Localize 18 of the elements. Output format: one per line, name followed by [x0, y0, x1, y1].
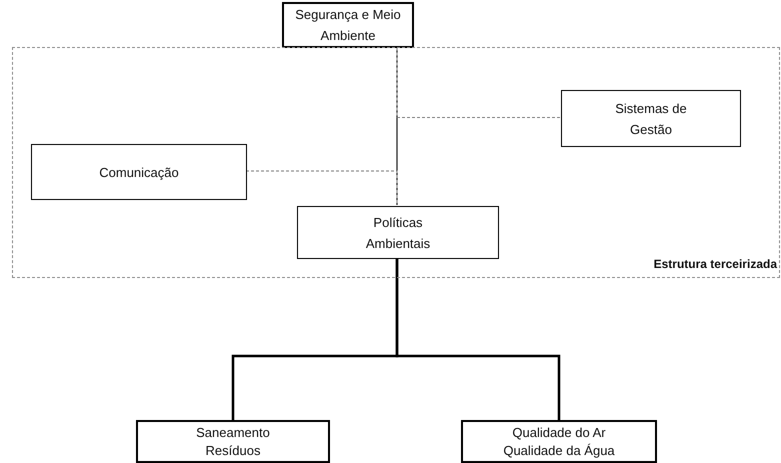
org-box: [297, 206, 499, 259]
box-label: Qualidade do Ar Qualidade da Água: [502, 424, 616, 460]
org-box: [561, 90, 741, 147]
dashed-region: [12, 47, 780, 278]
box-label: Políticas Ambientais: [364, 214, 432, 252]
org-box: [136, 420, 330, 463]
connector-line: [396, 48, 398, 206]
box-label: Sistemas de Gestão: [614, 100, 688, 138]
org-box: [31, 144, 247, 200]
region-label: Estrutura terceirizada: [654, 257, 777, 271]
box-label: Segurança e Meio Ambiente: [294, 6, 402, 45]
box-label: Saneamento Resíduos: [195, 424, 271, 460]
box-label: Comunicação: [99, 164, 179, 182]
org-box: [461, 420, 657, 463]
connector-line: [396, 258, 560, 420]
org-box: [282, 2, 414, 48]
connector-line: [246, 170, 398, 206]
connector-line: [396, 48, 560, 118]
